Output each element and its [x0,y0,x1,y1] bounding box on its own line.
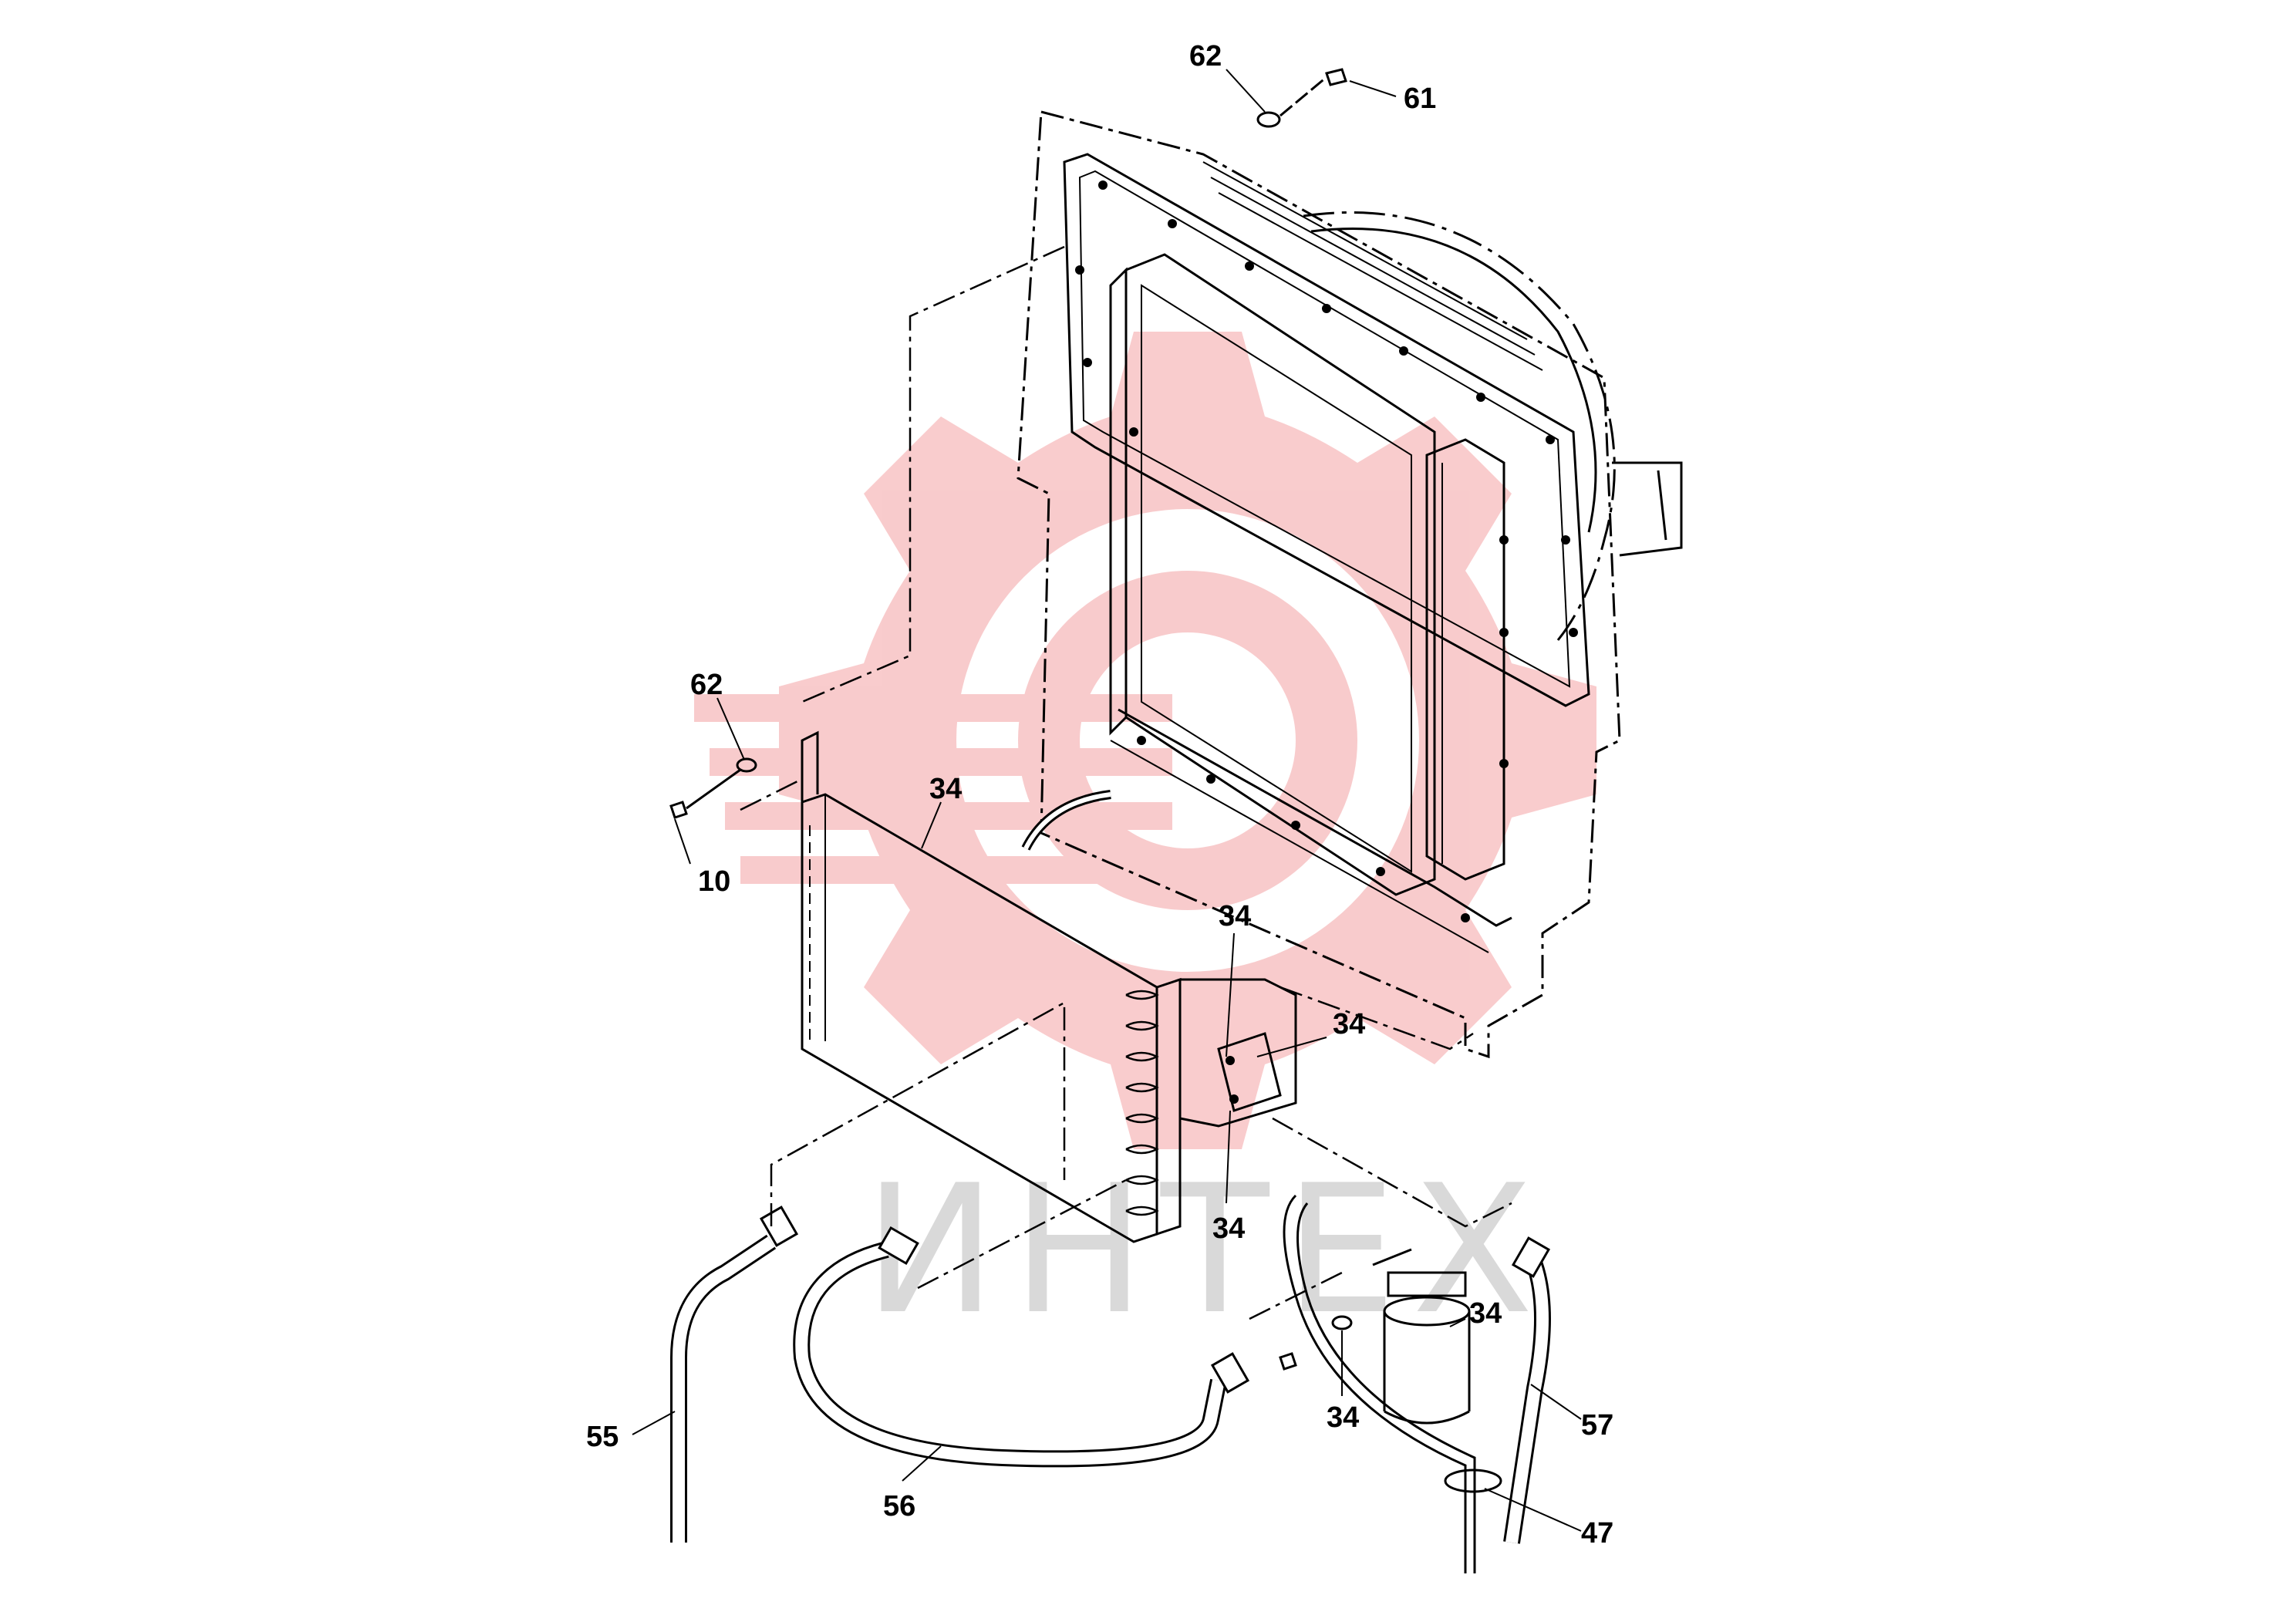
callout-34-condenser: 34 [929,773,962,805]
callout-34-drier: 34 [1469,1297,1502,1330]
watermark-text: ИНТЕХ [864,1148,1549,1354]
hose-56-inner [795,1243,1225,1465]
callout-labels: 62 61 62 10 34 34 34 34 34 34 55 56 57 4… [586,40,1613,1549]
callout-57: 57 [1581,1409,1613,1442]
hose-57-inner [1505,1263,1549,1544]
assembly-lines [740,245,1512,1320]
callout-34-bolt: 34 [1327,1401,1359,1434]
callout-56: 56 [883,1490,915,1523]
callout-34-bracket-right: 34 [1333,1008,1365,1040]
hose-47 [1283,1194,1502,1573]
callout-34-bracket-bottom: 34 [1212,1212,1245,1245]
hose-55 [670,1234,777,1543]
callout-34-bracket-top: 34 [1219,900,1251,932]
callout-61: 61 [1404,83,1436,115]
callout-62-left: 62 [690,669,723,701]
radiator-assembly [1017,110,1683,1059]
callout-47: 47 [1581,1517,1613,1549]
condenser [801,730,1297,1243]
leader-lines [632,69,1582,1532]
callout-10: 10 [698,865,730,898]
callout-62-top: 62 [1189,40,1222,73]
watermark-logo [694,332,1596,1149]
hardware [669,68,1353,1371]
hose-55-inner [673,1236,775,1543]
receiver-drier [1372,1248,1471,1425]
callout-55: 55 [586,1421,619,1453]
